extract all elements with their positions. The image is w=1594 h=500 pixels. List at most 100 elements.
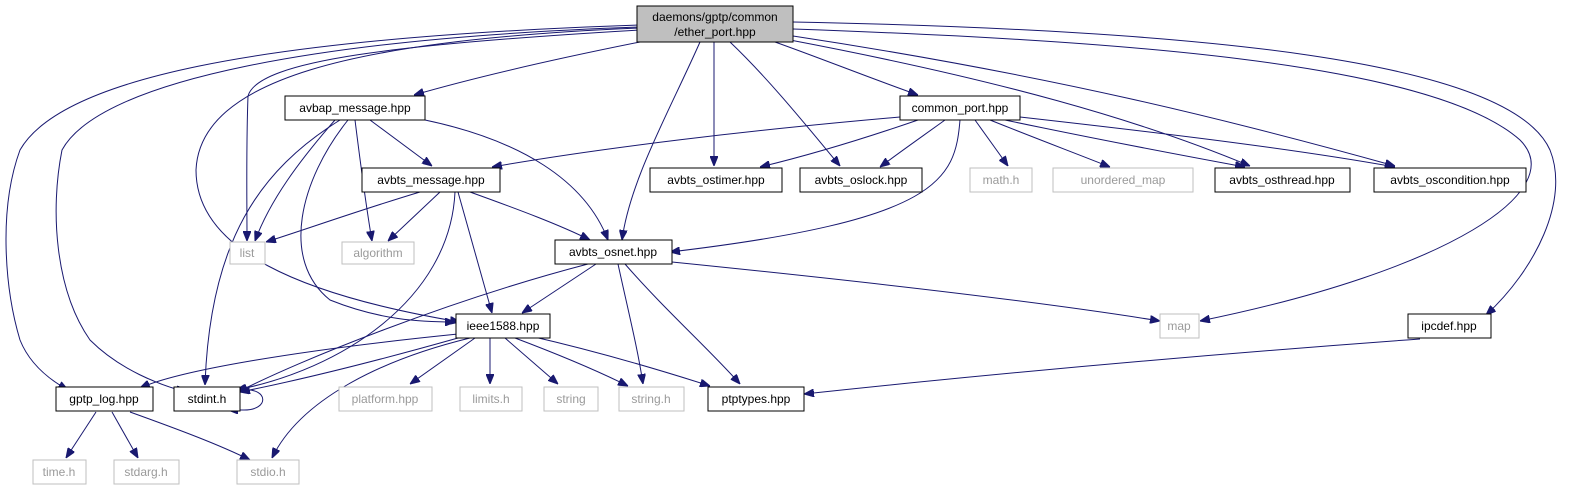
edges-layer [5, 21, 1557, 460]
node-ipcdef[interactable]: ipcdef.hpp [1407, 313, 1492, 339]
edge-common-math_h [974, 119, 1008, 166]
node-stdio-h-label: stdio.h [250, 465, 285, 479]
node-stdint-h-label: stdint.h [188, 392, 227, 406]
edge-root-gptp_log [5, 24, 641, 390]
node-ieee1588-label: ieee1588.hpp [467, 319, 540, 333]
node-avbap-message[interactable]: avbap_message.hpp [284, 95, 426, 121]
edge-common-unordered_map [989, 119, 1110, 167]
node-unordered-map[interactable]: unordered_map [1052, 167, 1194, 193]
edge-root-avbts_osthread [789, 39, 1250, 166]
node-time-h[interactable]: time.h [32, 459, 87, 485]
edge-osnet-ptptypes [624, 263, 740, 384]
edge-ieee-stdint_h [240, 337, 459, 392]
edge-msg-stdint_h [236, 191, 456, 390]
node-list-label: list [240, 246, 255, 260]
node-common-port-label: common_port.hpp [912, 101, 1009, 115]
edge-gptp-stdio_h [129, 411, 250, 460]
node-ether-port[interactable]: daemons/gptp/common /ether_port.hpp [636, 5, 794, 43]
node-platform-label: platform.hpp [352, 392, 419, 406]
node-platform[interactable]: platform.hpp [338, 386, 433, 412]
edge-gptp-time_h [66, 411, 97, 458]
node-map[interactable]: map [1159, 313, 1200, 339]
node-limits-h[interactable]: limits.h [459, 386, 523, 412]
edge-root-stdint_h [55, 26, 641, 392]
edge-common-avbts_message [492, 116, 901, 167]
edge-ieee-gptp_log [140, 333, 459, 388]
node-avbts-osthread-label: avbts_osthread.hpp [1229, 173, 1335, 187]
edge-avbap-list [255, 119, 336, 241]
node-unordered-map-label: unordered_map [1081, 173, 1166, 187]
node-ptptypes-label: ptptypes.hpp [722, 392, 791, 406]
node-ipcdef-label: ipcdef.hpp [1421, 319, 1477, 333]
node-avbts-message[interactable]: avbts_message.hpp [361, 167, 501, 193]
edge-root-ieee1588 [195, 27, 641, 322]
edge-ieee-string_h [514, 337, 628, 386]
node-string-label: string [556, 392, 585, 406]
node-string[interactable]: string [543, 386, 599, 412]
edge-avbap-avbts_osnet [424, 119, 608, 240]
node-gptp-log[interactable]: gptp_log.hpp [55, 386, 154, 412]
edge-root-map [792, 28, 1532, 321]
edge-common-avbts_osthread [1004, 119, 1245, 167]
node-avbts-oscondition-label: avbts_oscondition.hpp [1390, 173, 1510, 187]
node-limits-h-label: limits.h [472, 392, 509, 406]
node-gptp-log-label: gptp_log.hpp [69, 392, 139, 406]
edge-ieee-stdio_h [272, 337, 471, 458]
node-list[interactable]: list [229, 241, 266, 265]
edge-osnet-map [671, 261, 1160, 321]
node-stdint-h[interactable]: stdint.h [173, 386, 241, 412]
edge-root-common_port [774, 41, 918, 95]
edge-ieee-string [504, 337, 558, 384]
edge-avbap-avbts_message [369, 119, 432, 166]
node-math-h[interactable]: math.h [969, 167, 1033, 193]
node-stdio-h[interactable]: stdio.h [236, 459, 300, 485]
edge-avbap-stdint_h [205, 119, 341, 385]
edge-msg-ieee1588 [457, 191, 492, 313]
node-common-port[interactable]: common_port.hpp [899, 95, 1021, 121]
node-avbts-ostimer[interactable]: avbts_ostimer.hpp [649, 167, 783, 193]
edge-osnet-string_h [617, 263, 643, 384]
node-avbts-osnet-label: avbts_osnet.hpp [569, 245, 657, 259]
edge-msg-list [266, 191, 421, 242]
edge-msg-avbts_osnet [469, 191, 590, 240]
node-avbts-oscondition[interactable]: avbts_oscondition.hpp [1373, 167, 1527, 193]
edge-osnet-ieee1588 [522, 263, 597, 313]
nodes-layer: daemons/gptp/common /ether_port.hpp avba… [32, 5, 1527, 485]
edge-common-avbts_oscondition [1019, 116, 1395, 167]
node-math-h-label: math.h [983, 173, 1020, 187]
edge-common-avbts_ostimer [760, 119, 919, 167]
node-ptptypes[interactable]: ptptypes.hpp [707, 386, 805, 412]
node-avbts-ostimer-label: avbts_ostimer.hpp [667, 173, 765, 187]
edge-root-avbts_oslock [729, 41, 840, 166]
edge-common-avbts_osnet [670, 119, 961, 252]
node-avbts-osnet[interactable]: avbts_osnet.hpp [554, 239, 673, 265]
edge-avbap-ieee1588 [300, 119, 455, 322]
edge-ieee-platform [410, 337, 476, 384]
edge-ieee-ptptypes [529, 335, 710, 386]
node-avbts-message-label: avbts_message.hpp [377, 173, 485, 187]
node-ether-port-line2: /ether_port.hpp [674, 25, 756, 39]
edge-ipcdef-ptptypes [804, 338, 1421, 394]
edge-root-ipcdef [792, 21, 1557, 315]
node-avbts-osthread[interactable]: avbts_osthread.hpp [1214, 167, 1351, 193]
edge-msg-algorithm [388, 191, 441, 241]
node-stdarg-h[interactable]: stdarg.h [113, 459, 180, 485]
edge-root-list [247, 29, 641, 241]
edge-root-avbts_oscondition [792, 35, 1395, 166]
edge-osnet-stdint_h [238, 263, 589, 392]
edge-root-avbts_osnet [622, 41, 701, 240]
node-algorithm[interactable]: algorithm [341, 241, 415, 265]
node-avbts-oslock-label: avbts_oslock.hpp [815, 173, 908, 187]
node-ether-port-line1: daemons/gptp/common [652, 10, 777, 24]
node-string-h[interactable]: string.h [618, 386, 685, 412]
edge-common-avbts_oslock [880, 119, 946, 167]
node-avbts-oslock[interactable]: avbts_oslock.hpp [799, 167, 923, 193]
node-algorithm-label: algorithm [353, 246, 402, 260]
edge-gptp-stdarg_h [111, 411, 138, 458]
node-stdarg-h-label: stdarg.h [124, 465, 167, 479]
node-string-h-label: string.h [631, 392, 670, 406]
node-map-label: map [1167, 319, 1191, 333]
node-ieee1588[interactable]: ieee1588.hpp [455, 313, 551, 339]
node-time-h-label: time.h [43, 465, 76, 479]
